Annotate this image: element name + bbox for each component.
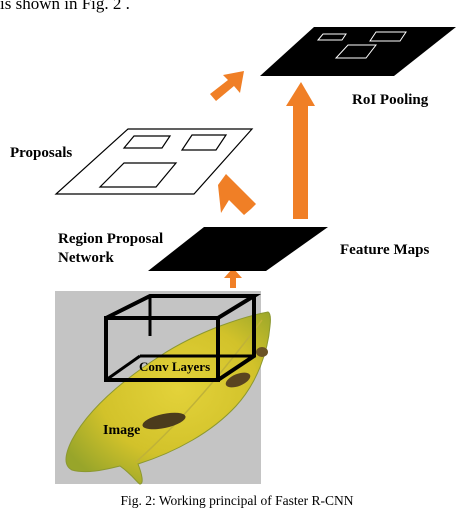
roi-box — [334, 44, 378, 59]
arrow-feature-to-proposals — [218, 174, 256, 215]
rpn-label-line2: Network — [58, 250, 114, 266]
proposal-box — [122, 135, 172, 149]
rpn-label-line1: Region Proposal — [58, 231, 164, 247]
image-label: Image — [103, 423, 141, 438]
roi-box — [316, 33, 347, 41]
roi-pooling-plane — [260, 27, 456, 76]
leaf-spot — [256, 347, 268, 357]
figure-caption: Fig. 2: Working principal of Faster R-CN… — [120, 493, 354, 508]
leaf-spot — [142, 412, 186, 430]
body-text-fragment: is shown in Fig. 2 . — [0, 0, 130, 13]
proposals-plane — [54, 128, 254, 195]
leaf-spot — [225, 372, 251, 388]
arrow-feature-to-roi — [286, 82, 315, 219]
roi-box — [369, 31, 407, 42]
roi-pooling-label: RoI Pooling — [352, 92, 429, 108]
feature-maps-plane — [148, 227, 328, 271]
proposals-label: Proposals — [10, 145, 73, 161]
proposal-box — [98, 162, 178, 188]
feature-maps-label: Feature Maps — [340, 242, 430, 258]
arrow-image-to-feature — [224, 268, 242, 288]
leaf-vein — [135, 319, 263, 463]
proposal-box — [180, 134, 228, 151]
arrow-proposals-to-roi — [210, 71, 244, 101]
conv-layers-label: Conv Layers — [139, 359, 211, 374]
rpn-label: Region Proposal Network — [58, 230, 163, 268]
conv-layers-box — [104, 294, 262, 382]
